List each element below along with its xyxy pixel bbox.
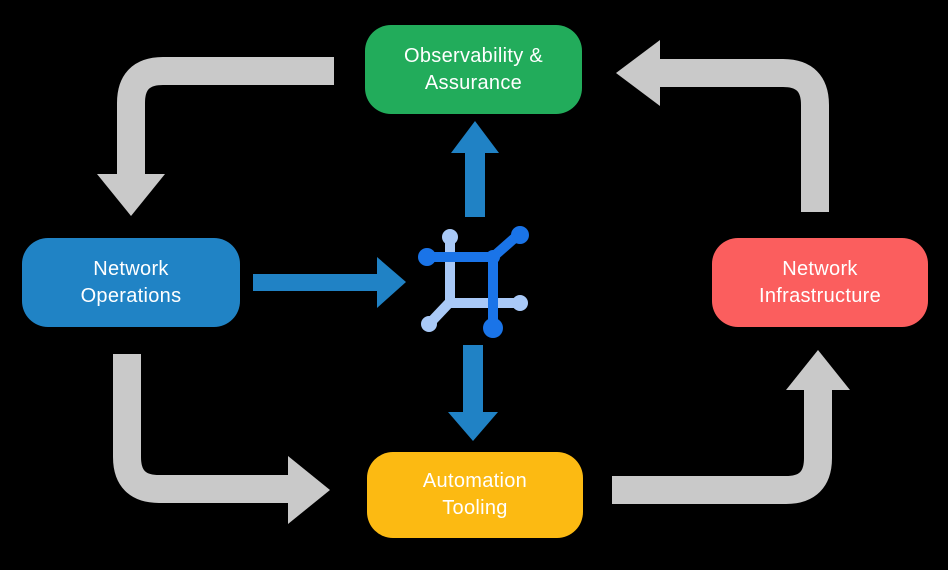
arrow-shaft <box>113 354 290 503</box>
arrow-shaft <box>117 57 334 176</box>
network-mesh-icon-dark-part <box>418 226 529 338</box>
arrow-head-down-icon <box>97 174 165 216</box>
node-network-infrastructure <box>712 238 928 327</box>
arrow-operations-to-center <box>253 257 406 308</box>
arrow-observability-to-operations <box>97 57 334 216</box>
arrow-shaft <box>463 345 483 413</box>
arrow-infrastructure-to-observability <box>616 40 829 212</box>
arrow-shaft <box>659 59 829 212</box>
arrow-head-up-icon <box>451 121 499 153</box>
node-network-operations <box>22 238 240 327</box>
node-observability-assurance <box>365 25 582 114</box>
arrow-head-right-icon <box>377 257 406 308</box>
arrow-operations-to-automation <box>113 354 330 524</box>
arrow-shaft <box>253 274 377 291</box>
arrow-center-to-observability <box>451 121 499 217</box>
arrow-shaft <box>465 152 485 217</box>
node-automation-tooling <box>367 452 583 538</box>
arrow-automation-to-infrastructure <box>612 350 850 504</box>
arrow-shaft <box>612 390 832 504</box>
arrow-center-to-automation <box>448 345 498 441</box>
arrow-head-up-icon <box>786 350 850 390</box>
arrow-head-right-icon <box>288 456 330 524</box>
arrow-head-left-icon <box>616 40 660 106</box>
arrow-head-down-icon <box>448 412 498 441</box>
network-mesh-icon <box>418 226 529 338</box>
